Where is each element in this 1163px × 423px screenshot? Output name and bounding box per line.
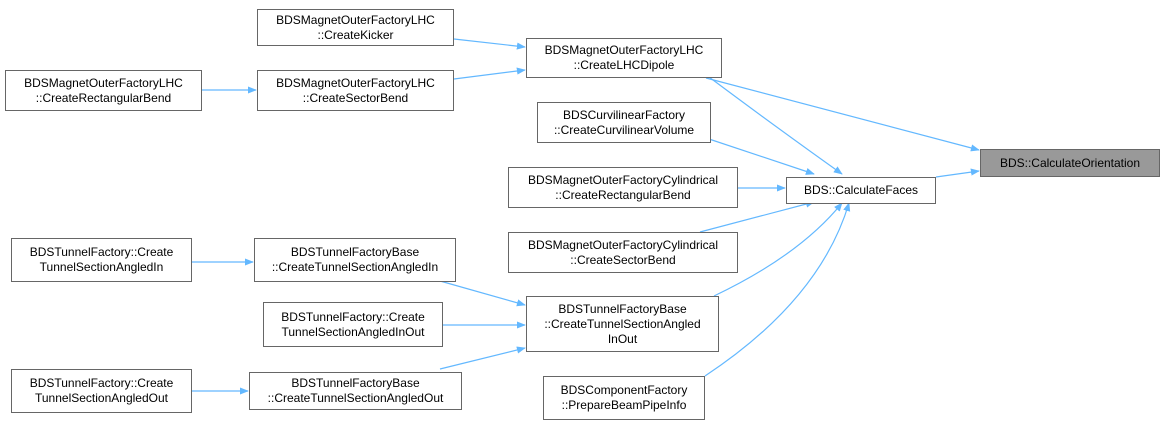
node-cyl-create-rectangular-bend[interactable]: BDSMagnetOuterFactoryCylindrical::Create… [508,167,738,208]
node-tunnel-base-create-angled-in-out[interactable]: BDSTunnelFactoryBase::CreateTunnelSectio… [526,296,719,352]
node-label-line: BDS::CalculateOrientation [999,155,1141,170]
node-lhc-create-lhc-dipole[interactable]: BDSMagnetOuterFactoryLHC::CreateLHCDipol… [526,38,722,78]
node-label-line: BDSCurvilinearFactory [562,107,686,122]
edge-tfbangledout-to-tfbangledinout [439,346,526,370]
edge-prepbeampipe-to-calculatefaces [704,202,851,377]
node-tunnel-base-create-angled-in[interactable]: BDSTunnelFactoryBase::CreateTunnelSectio… [254,238,456,282]
node-tunnel-base-create-angled-out[interactable]: BDSTunnelFactoryBase::CreateTunnelSectio… [249,372,462,410]
node-calculate-faces[interactable]: BDS::CalculateFaces [786,177,936,204]
node-label-line: BDSMagnetOuterFactoryLHC [24,75,183,90]
node-label-line: BDSTunnelFactory::Create [29,376,174,390]
node-label-line: BDSTunnelFactory::Create [29,245,174,259]
node-lhc-create-rectangular-bend[interactable]: BDSMagnetOuterFactoryLHC::CreateRectangu… [5,70,202,111]
node-cyl-create-sector-bend[interactable]: BDSMagnetOuterFactoryCylindrical::Create… [508,232,738,273]
node-label-line: ::CreateTunnelSectionAngled [544,316,701,331]
edge-calculatefaces-to-calculateorientation [935,168,980,178]
node-component-prepare-beam-pipe-info[interactable]: BDSComponentFactory::PrepareBeamPipeInfo [543,376,705,420]
node-lhc-create-kicker[interactable]: BDSMagnetOuterFactoryLHC::CreateKicker [257,9,454,46]
node-label-line: BDSTunnelFactory::Create [281,309,425,324]
edge-tfbangledinout-to-calculatefaces [713,202,843,297]
edge-lhcsectorbend-to-lhcdipole [453,67,526,80]
edge-createkicker-to-lhcdipole [453,38,526,50]
node-label-line: ::CreateSectorBend [570,252,676,267]
node-label-line: BDSMagnetOuterFactoryLHC [544,43,704,57]
edge-tfbangledin-to-tfbangledinout [439,280,526,307]
node-label-line: BDSTunnelFactoryBase [558,301,687,316]
edge-lhcdipole-to-calculateorientation [705,77,980,152]
node-label-line: BDSTunnelFactoryBase [290,245,420,259]
node-label-line: ::CreateKicker [317,27,394,42]
node-curvilinear-create-volume[interactable]: BDSCurvilinearFactory::CreateCurvilinear… [537,102,711,143]
node-lhc-create-sector-bend[interactable]: BDSMagnetOuterFactoryLHC::CreateSectorBe… [257,70,454,111]
node-label-line: BDSTunnelFactoryBase [291,376,420,390]
node-label-line: ::CreateTunnelSectionAngledIn [271,260,439,274]
node-label-line: TunnelSectionAngledInOut [281,324,425,339]
node-label-line: ::CreateRectangularBend [555,187,691,202]
node-label-line: ::CreateRectangularBend [35,90,172,105]
node-label-line: ::CreateTunnelSectionAngledOut [267,391,444,405]
node-calculate-orientation: BDS::CalculateOrientation [980,149,1160,177]
node-label-line: ::CreateSectorBend [302,90,409,105]
node-label-line: BDSMagnetOuterFactoryLHC [276,12,435,27]
node-label-line: ::CreateCurvilinearVolume [553,122,695,137]
edge-lhcdipole-to-calculatefaces [708,76,843,175]
node-label-line: BDSMagnetOuterFactoryCylindrical [527,172,719,187]
node-label-line: BDSComponentFactory [560,383,688,397]
node-label-line: BDSMagnetOuterFactoryLHC [276,75,435,90]
node-label-line: InOut [607,331,638,346]
node-label-line: TunnelSectionAngledIn [39,260,164,274]
node-label-line: ::CreateLHCDipole [573,58,675,72]
edge-curvilinear-to-calculatefaces [699,135,815,175]
node-label-line: BDSMagnetOuterFactoryCylindrical [527,237,719,252]
node-label-line: TunnelSectionAngledOut [35,391,168,405]
node-label-line: BDS::CalculateFaces [803,183,919,197]
edge-cylsectorbend-to-calculatefaces [699,200,815,233]
node-label-line: ::PrepareBeamPipeInfo [561,398,687,412]
